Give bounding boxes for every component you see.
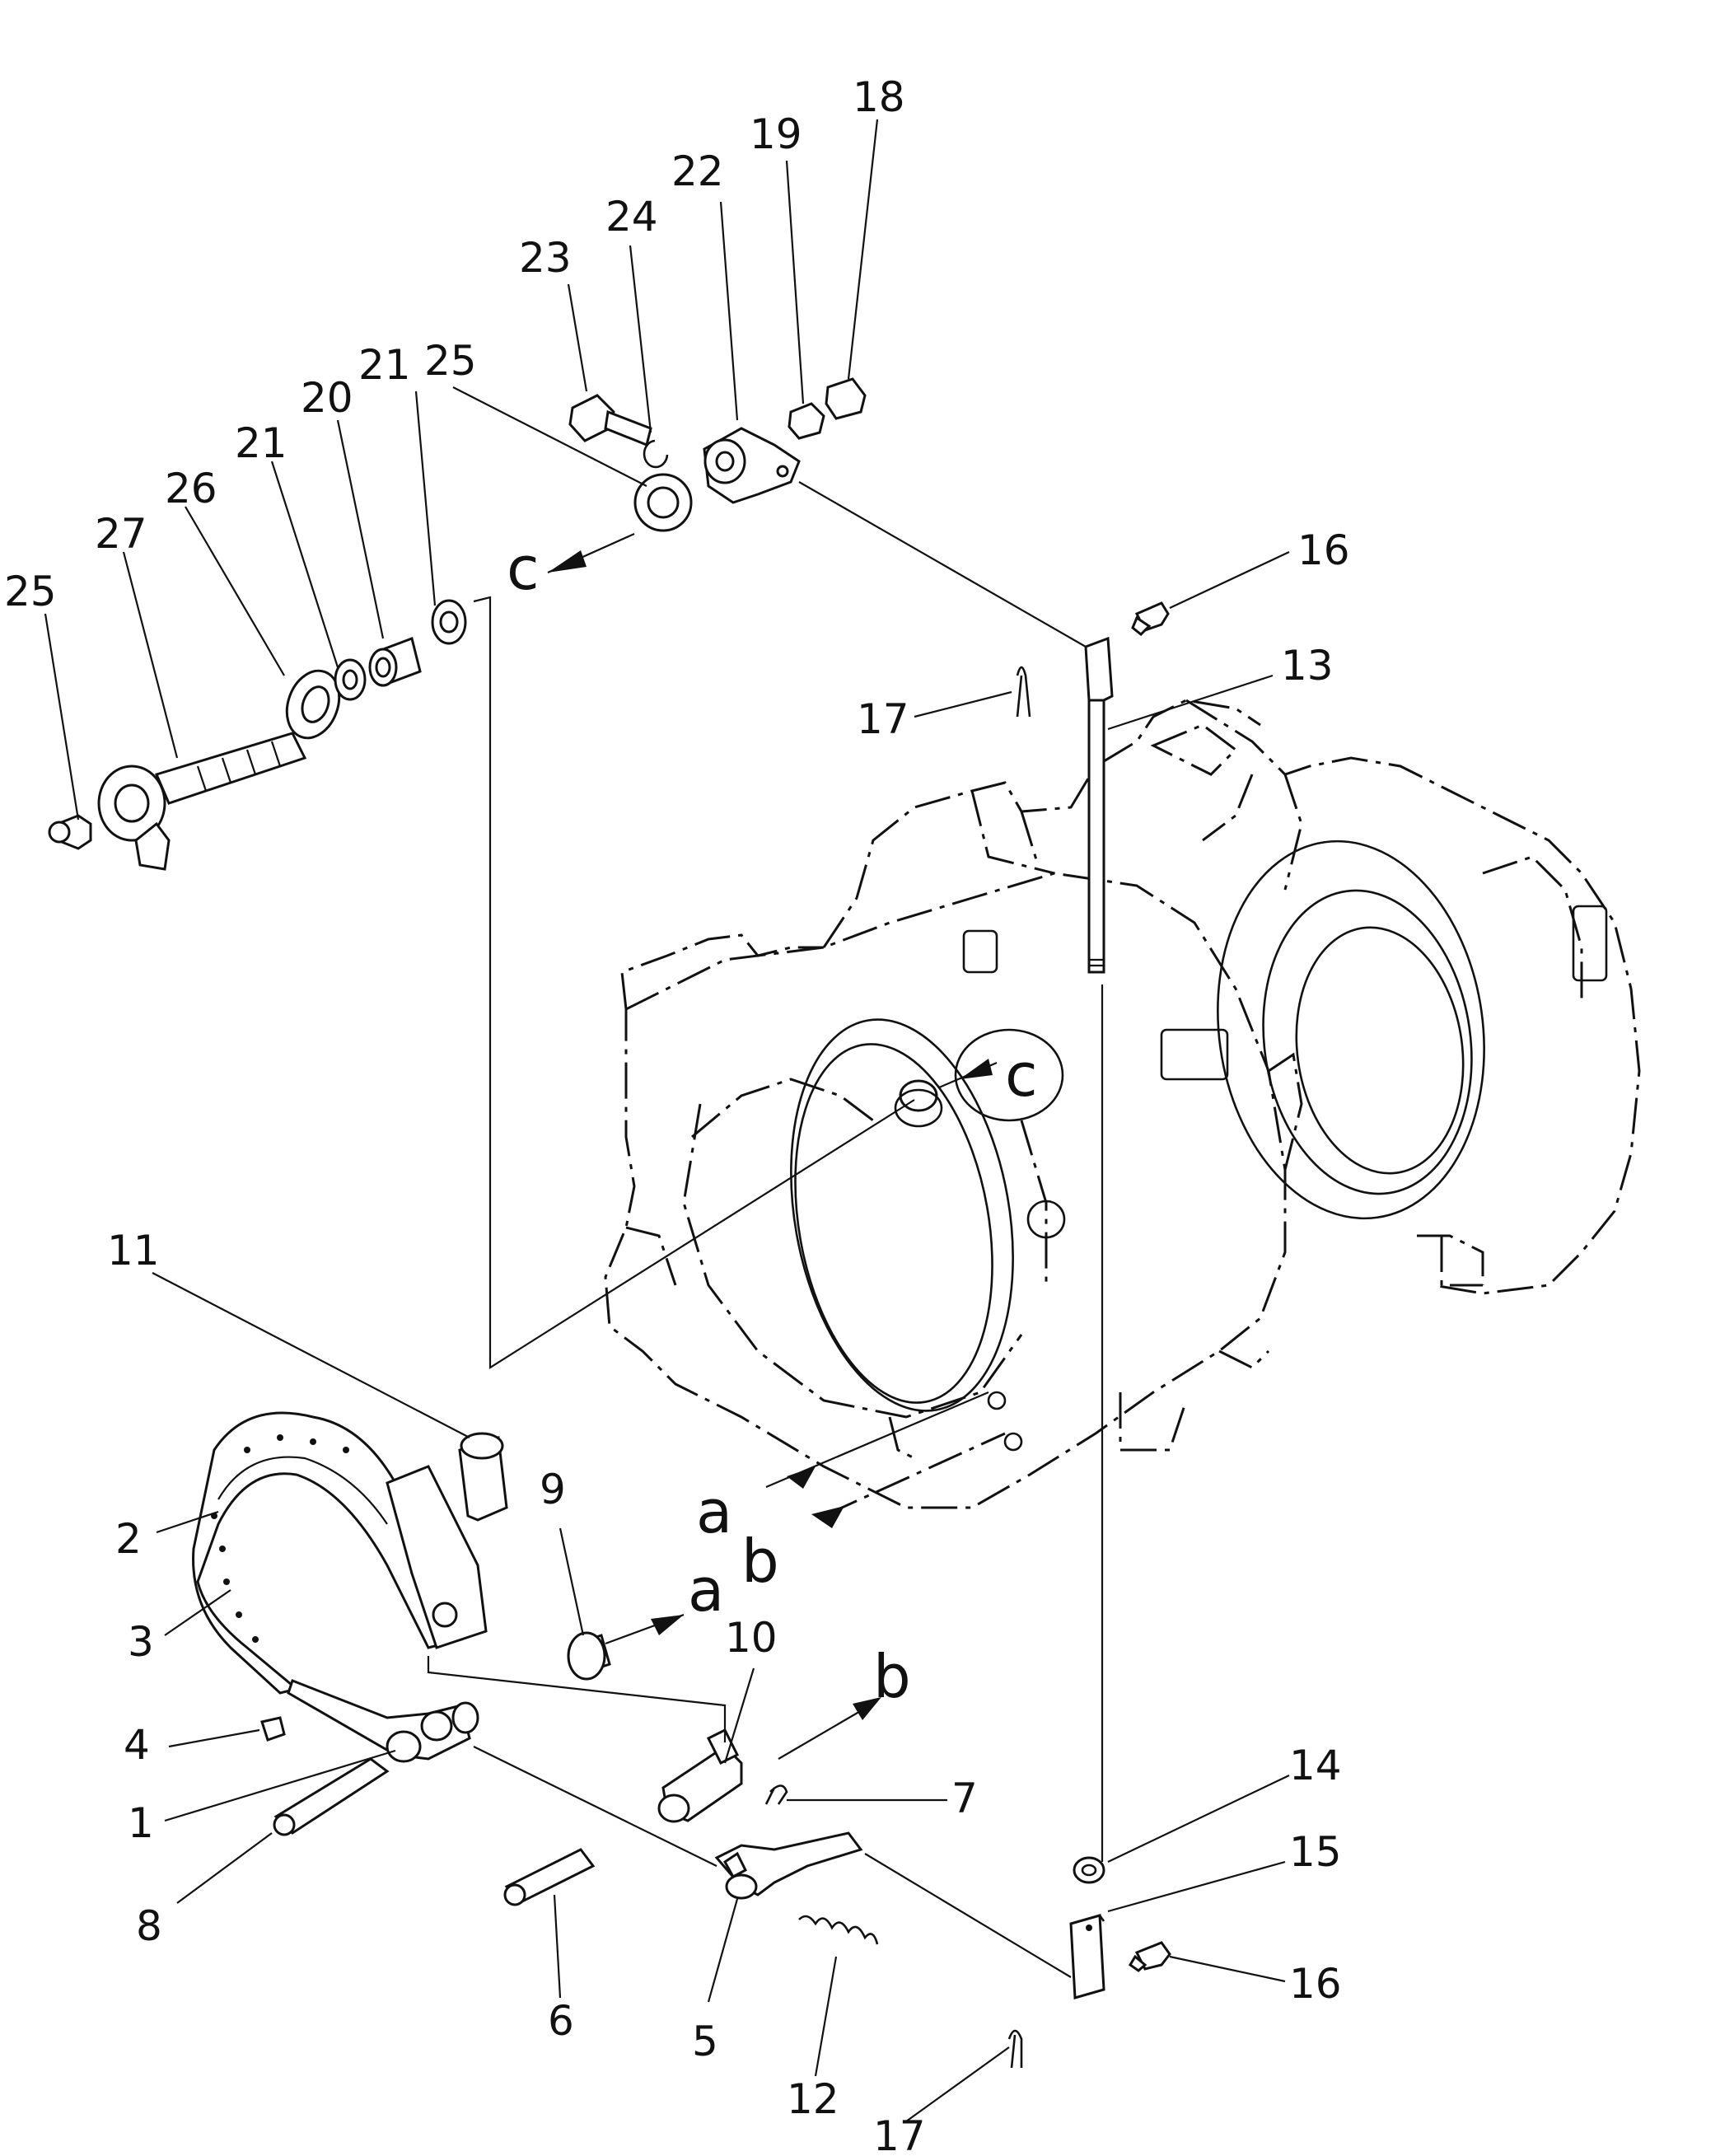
label-part-5: 5 [692,2018,718,2065]
label-part-16-bottom: 16 [1289,1960,1342,2008]
label-part-22: 22 [671,147,724,195]
pin-part-16-top [1131,601,1170,637]
label-part-9: 9 [540,1466,566,1513]
label-part-14: 14 [1289,1742,1342,1789]
block-part-15 [1069,1914,1105,1999]
bushing-part-20 [368,637,422,687]
label-part-16-top: 16 [1297,526,1350,574]
label-part-24: 24 [605,193,658,241]
pin-part-4 [260,1716,286,1742]
label-part-23: 23 [519,234,572,282]
nut-part-14 [1073,1856,1105,1884]
label-part-28: 25 [4,568,57,615]
label-part-6: 6 [548,1997,574,2045]
seal-part-25 [633,473,693,532]
assembly-lines [427,481,1104,1978]
cotter-pin-part-7 [764,1784,788,1805]
leader-lines [44,119,1290,2122]
label-part-11: 11 [107,1227,160,1274]
letter-c-left: c [507,534,540,603]
cotter-pin-part-17-bottom [1007,2029,1023,2069]
label-part-2: 2 [115,1515,142,1563]
nut-part-18 [825,377,867,420]
label-part-17-bottom: 17 [873,2112,926,2156]
pin-part-16-bottom [1128,1941,1171,1972]
label-part-1: 1 [128,1799,154,1847]
spring-part-12 [798,1915,879,1945]
label-part-3: 3 [128,1618,154,1666]
label-part-18: 18 [853,73,905,121]
label-part-7: 7 [951,1775,978,1822]
label-part-13: 13 [1281,642,1334,690]
label-part-15: 15 [1289,1828,1342,1876]
brake-band-part-2-3 [192,1411,488,1695]
rod-part-13 [1084,636,1114,974]
cotter-pin-part-17-top [1016,666,1031,718]
bushing-part-9 [567,1631,611,1681]
shaft-part-27 [97,732,307,871]
label-part-20: 20 [301,374,353,422]
label-part-19: 19 [750,110,802,158]
lever-part-22 [703,427,801,504]
label-part-17-top: 17 [857,695,909,743]
label-part-21a: 21 [235,419,287,467]
grease-fitting-part-28 [48,814,92,850]
label-part-25: 25 [424,337,477,385]
label-part-4: 4 [124,1721,150,1769]
pin-part-6 [503,1848,596,1906]
label-part-21b: 21 [358,341,411,389]
letter-a-housing: a [696,1477,732,1546]
label-part-8: 8 [136,1902,162,1950]
part-number-labels: 25 27 26 21 20 21 25 23 24 22 19 18 16 1… [4,73,1350,2156]
bearing-part-21b [431,599,467,645]
nut-part-19 [788,402,825,440]
label-part-26: 26 [165,465,217,512]
letter-b-clevis: b [873,1642,911,1711]
letter-a-bushing: a [688,1555,724,1625]
link-part-1 [287,1679,479,1763]
bolt-part-23 [568,394,652,447]
connection-arrows [547,532,1006,1760]
letter-b-housing: b [741,1527,779,1596]
bearing-part-21a [334,658,367,701]
clevis-part-10 [657,1728,743,1823]
connection-letters: c c a b a b [507,534,1038,1711]
pin-part-8 [273,1757,390,1836]
bushing-part-11 [458,1432,508,1522]
label-part-27: 27 [95,510,147,558]
label-part-10: 10 [725,1614,778,1662]
washer-part-26 [285,669,341,740]
letter-c-housing: c [1005,1041,1038,1110]
snap-ring-part-24 [643,439,669,469]
lever-part-5 [714,1831,863,1900]
transmission-housing [604,699,1641,1509]
label-part-12: 12 [787,2075,839,2123]
